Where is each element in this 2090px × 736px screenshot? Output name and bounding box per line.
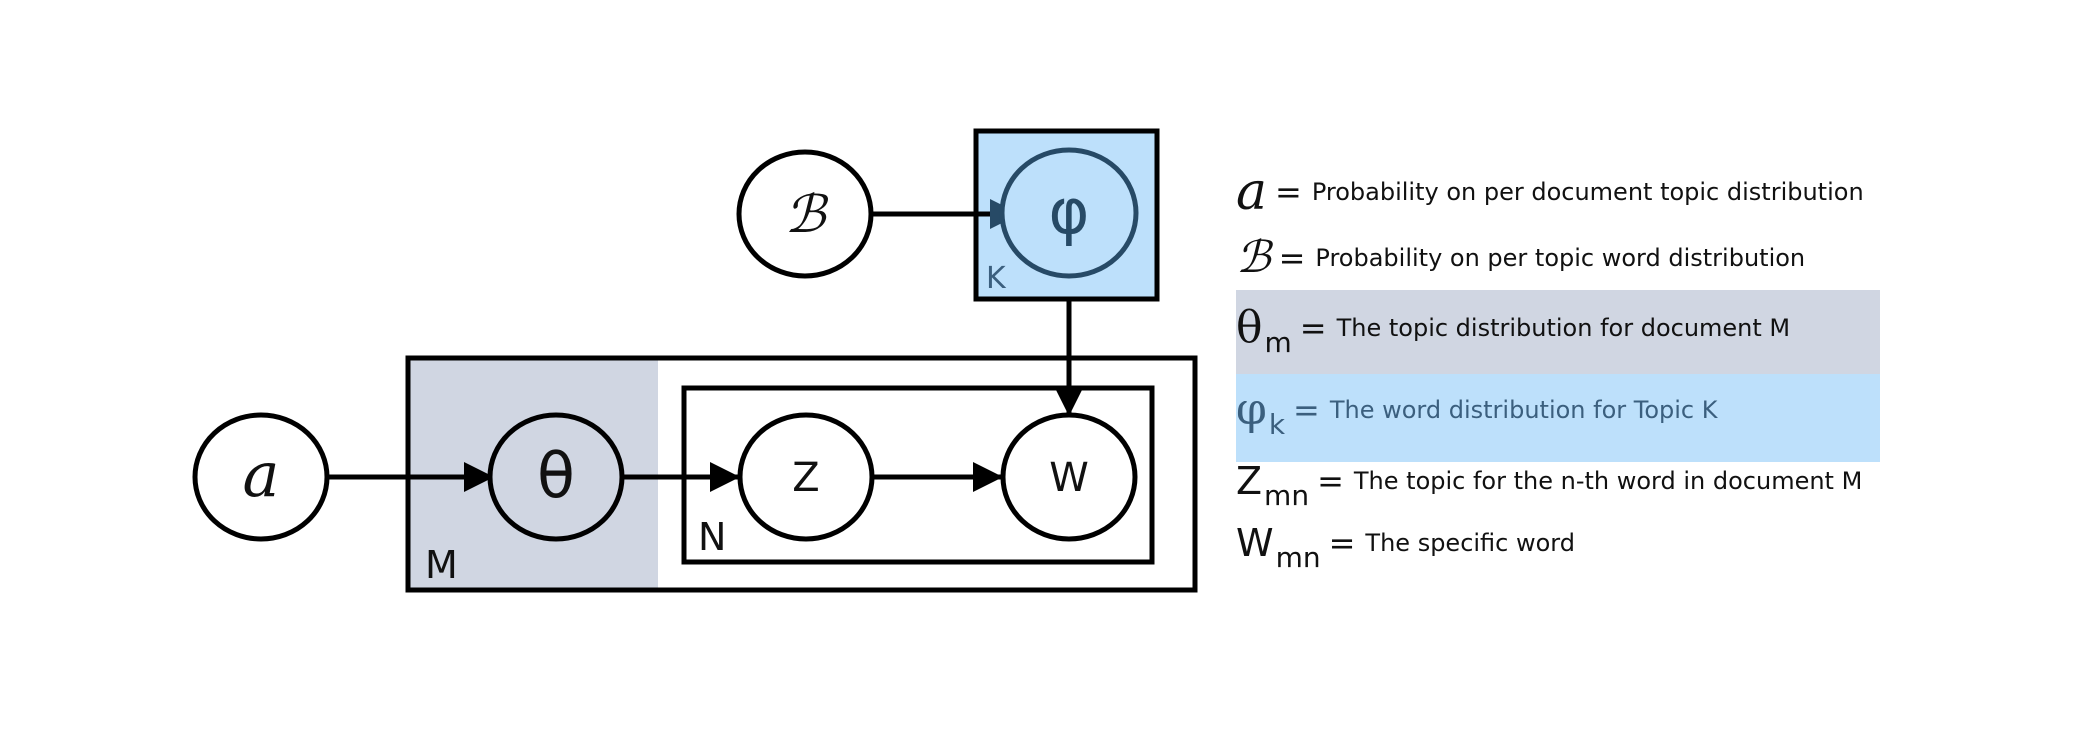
node-phi bbox=[999, 147, 1139, 279]
node-z-label: Z bbox=[792, 455, 819, 501]
node-z bbox=[737, 412, 875, 542]
legend-beta-symbol: ℬ bbox=[1236, 232, 1271, 283]
plate-m bbox=[405, 355, 1198, 593]
plate-k-label: K bbox=[986, 261, 1007, 296]
node-beta bbox=[736, 149, 874, 279]
node-alpha bbox=[192, 412, 330, 542]
legend-z-sub: mn bbox=[1264, 478, 1310, 512]
legend-z-eq: = bbox=[1317, 462, 1344, 500]
legend-phi-band bbox=[1236, 374, 1880, 462]
legend-w-eq: = bbox=[1328, 524, 1356, 562]
node-theta bbox=[487, 412, 625, 542]
legend-row-beta: ℬ = Probability on per topic word distri… bbox=[1236, 236, 1805, 280]
node-beta-label: ℬ bbox=[785, 185, 829, 245]
legend-z-symbol: Z bbox=[1236, 459, 1263, 503]
legend-w-symbol: W bbox=[1236, 521, 1274, 565]
legend-beta-text: Probability on per topic word distributi… bbox=[1315, 244, 1806, 272]
legend-alpha-text: Probability on per document topic distri… bbox=[1311, 178, 1864, 206]
legend-beta-eq: = bbox=[1278, 239, 1306, 277]
legend-alpha-eq: = bbox=[1275, 173, 1302, 211]
legend-row-phi: φ k = The word distribution for Topic K bbox=[1236, 384, 1718, 441]
legend-theta-sub: m bbox=[1264, 325, 1292, 359]
legend-phi-eq: = bbox=[1293, 391, 1320, 429]
legend-theta-text: The topic distribution for document M bbox=[1336, 314, 1791, 342]
legend-phi-sub: k bbox=[1268, 407, 1286, 441]
legend-z-text: The topic for the n-th word in document … bbox=[1353, 467, 1863, 495]
legend-w-sub: mn bbox=[1275, 540, 1321, 574]
node-w bbox=[1000, 412, 1138, 542]
legend-phi-symbol: φ bbox=[1236, 384, 1267, 435]
legend-theta-eq: = bbox=[1299, 309, 1327, 347]
node-phi-label: φ bbox=[1049, 175, 1090, 248]
legend-row-w: W mn = The specific word bbox=[1236, 521, 1575, 574]
legend-row-theta: θ m = The topic distribution for documen… bbox=[1236, 302, 1791, 359]
node-w-label: W bbox=[1049, 455, 1089, 501]
legend-theta-band bbox=[1236, 290, 1880, 374]
legend-theta-symbol: θ bbox=[1236, 302, 1263, 353]
node-theta-label: θ bbox=[537, 439, 575, 512]
node-alpha-label: a bbox=[243, 438, 280, 511]
plate-m-label: M bbox=[425, 543, 458, 587]
legend-row-alpha: a = Probability on per document topic di… bbox=[1236, 166, 1864, 218]
legend-w-text: The specific word bbox=[1365, 529, 1575, 557]
legend-row-z: Z mn = The topic for the n-th word in do… bbox=[1236, 459, 1863, 512]
legend-alpha-symbol: a bbox=[1236, 162, 1268, 222]
plate-n-label: N bbox=[698, 515, 726, 559]
legend-phi-text: The word distribution for Topic K bbox=[1329, 396, 1718, 424]
